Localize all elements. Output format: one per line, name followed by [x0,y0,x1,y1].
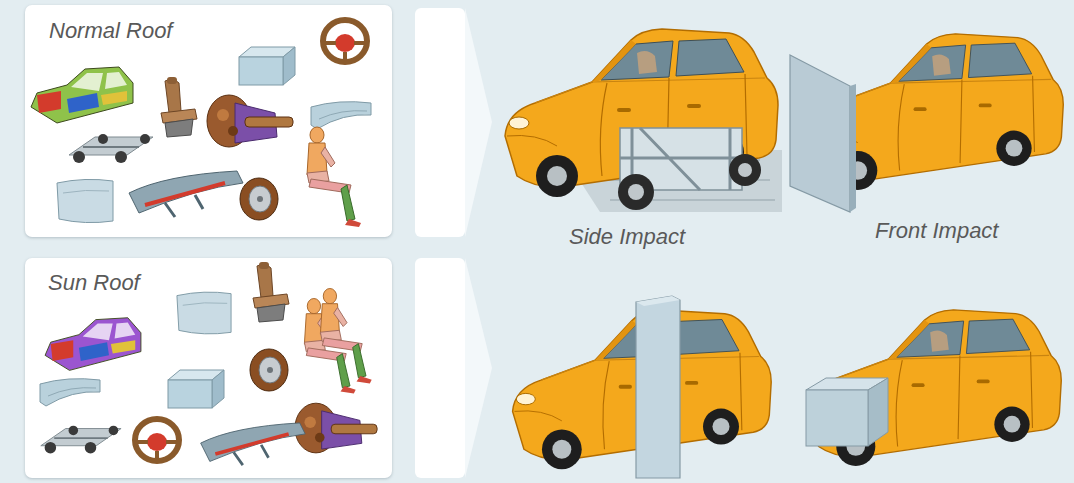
parts-set-normal-roof-part [161,77,197,137]
panel-title: Sun Roof [48,270,140,296]
flow-chevrons-part [465,258,492,478]
test-label: Side Impact [569,224,685,250]
parts-set-normal-roof-part [207,95,293,147]
side-impact-cart-part [729,154,761,186]
front-impact-barrier-part [806,390,868,446]
parts-set-sun-roof-part [177,292,231,334]
side-impact-cart-part [618,174,654,210]
flow-chevrons [415,8,492,478]
test-label: Front Impact [875,218,998,244]
parts-set-sun-roof-part [45,318,141,371]
parts-set-normal-roof-part [31,67,133,123]
side-impact-cart-part [738,163,752,177]
parts-set-normal-roof-part [323,20,367,62]
front-impact-barrier-part [868,378,888,446]
parts-set-sun-roof-part [41,426,121,454]
parts-set-sun-roof-part [40,379,100,406]
parts-set-normal-roof-part [307,127,361,227]
parts-panel: Sun Roof [25,258,392,478]
parts-set-sun-roof-part [168,370,224,408]
front-impact-barrier [806,310,1061,466]
parts-set-sun-roof-part [135,419,179,461]
parts-set-sun-roof-part [320,289,371,384]
parts-set-normal-roof-part [129,171,243,217]
side-impact-cart [505,29,782,212]
parts-set-normal-roof-part [311,102,371,129]
flow-chevrons-part [465,8,492,237]
side-impact-pole-part [636,296,680,478]
parts-set-normal-roof-part [69,134,153,163]
parts-set-normal-roof-part [240,178,278,220]
parts-set-sun-roof-part [295,403,377,453]
side-impact-pole-part [636,296,680,306]
parts-set-sun-roof-part [250,349,288,391]
flow-chevrons-part [415,258,465,478]
front-impact-wall [790,34,1063,212]
side-impact-cart-part [628,184,644,200]
front-impact-wall-part [850,84,856,212]
parts-panel: Normal Roof [25,5,392,237]
flow-chevrons-part [415,8,465,237]
parts-set-normal-roof-part [239,47,295,85]
panel-title: Normal Roof [49,18,172,44]
parts-set-sun-roof-part [201,423,305,465]
front-impact-wall-part [790,55,850,212]
parts-set-sun-roof-part [253,262,289,322]
side-impact-pole [513,296,772,478]
parts-set-normal-roof-part [57,179,113,222]
side-impact-cart-part [505,29,778,197]
